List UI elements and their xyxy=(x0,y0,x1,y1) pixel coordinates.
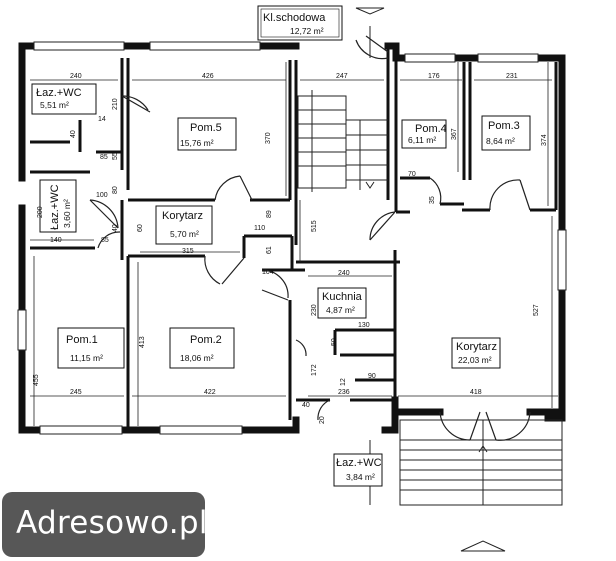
room5-area: 15,76 m² xyxy=(180,138,214,148)
room5-label-box xyxy=(177,117,237,151)
dim-100: 100 xyxy=(96,192,108,199)
bathroom-bottom-label-box xyxy=(333,453,383,487)
dim-35: 35 xyxy=(429,196,436,204)
doors xyxy=(89,35,531,441)
dim-85-b: 85 xyxy=(101,237,109,244)
room3-area: 8,64 m² xyxy=(486,136,515,146)
room2-label-box xyxy=(169,327,235,369)
dim-200: 200 xyxy=(37,206,44,218)
dim-245: 245 xyxy=(70,389,82,396)
dim-40-b: 40 xyxy=(112,224,119,232)
dim-80: 80 xyxy=(112,186,119,194)
dim-90: 90 xyxy=(368,373,376,380)
dim-110: 110 xyxy=(254,225,265,232)
dim-176: 176 xyxy=(428,73,440,80)
kitchen-label-box xyxy=(317,287,367,319)
room5-name: Pom.5 xyxy=(190,122,222,134)
dim-104: 104 xyxy=(262,269,274,276)
dim-70: 70 xyxy=(408,171,416,178)
room3-name: Pom.3 xyxy=(488,120,520,132)
dim-413: 413 xyxy=(139,336,146,348)
corridor-mid-name: Korytarz xyxy=(162,210,203,222)
dim-210: 210 xyxy=(112,98,119,110)
dim-367: 367 xyxy=(451,128,458,140)
room1-area: 11,15 m² xyxy=(70,353,103,363)
dim-40-c: 40 xyxy=(302,402,310,409)
dim-60: 60 xyxy=(137,224,144,232)
stairwell-area: 12,72 m² xyxy=(290,26,324,36)
windows xyxy=(17,41,567,435)
dim-240-top: 240 xyxy=(70,73,82,80)
bathroom-top-name: Łaz.+WC xyxy=(36,87,82,99)
dim-130: 130 xyxy=(358,322,370,329)
inner-walls xyxy=(30,46,558,430)
room3-label-box xyxy=(481,115,531,151)
bathroom-top-area: 5,51 m² xyxy=(40,100,69,110)
dim-85-a: 85 xyxy=(100,154,108,161)
dim-422: 422 xyxy=(204,389,216,396)
dim-370: 370 xyxy=(265,132,272,144)
bathroom-bottom-name: Łaz.+WC xyxy=(336,457,382,469)
outer-walls xyxy=(18,42,566,434)
dim-55: 55 xyxy=(112,152,119,160)
room2-area: 18,06 m² xyxy=(180,353,214,363)
corridor-mid-label-box xyxy=(155,205,213,245)
kitchen-name: Kuchnia xyxy=(322,291,363,303)
dim-236: 236 xyxy=(338,389,350,396)
bathroom-top-label-box xyxy=(31,83,97,115)
dim-12: 12 xyxy=(340,378,347,386)
dim-14: 14 xyxy=(98,116,106,123)
dim-455: 455 xyxy=(33,374,40,386)
dim-89: 89 xyxy=(266,210,273,218)
corridor-right-name: Korytarz xyxy=(456,341,497,353)
room4-name: Pom.4 xyxy=(415,123,447,135)
dim-315: 315 xyxy=(182,248,194,255)
dim-172: 172 xyxy=(311,364,318,376)
corridor-right-area: 22,03 m² xyxy=(458,355,492,365)
staircase xyxy=(297,26,563,506)
room-labels: Kl.schodowa 12,72 m² Łaz.+WC 5,51 m² Pom… xyxy=(31,5,531,487)
stairwell-label-box xyxy=(257,5,343,41)
kitchen-area: 4,87 m² xyxy=(326,305,355,315)
dim-140: 140 xyxy=(50,237,62,244)
dim-527: 527 xyxy=(533,304,540,316)
bathroom-left-area: 3,60 m² xyxy=(62,199,72,228)
dimension-lines xyxy=(30,62,558,426)
dim-374: 374 xyxy=(541,134,548,146)
bathroom-bottom-area: 3,84 m² xyxy=(346,472,375,482)
room1-name: Pom.1 xyxy=(66,334,98,346)
dimension-numbers: 240 426 247 176 231 210 370 367 374 14 4… xyxy=(33,73,548,424)
dim-20: 20 xyxy=(319,416,326,424)
dim-61: 61 xyxy=(266,246,273,254)
dim-230: 230 xyxy=(311,304,318,316)
corridor-right-label-box xyxy=(451,337,501,369)
room4-area: 6,11 m² xyxy=(408,135,436,145)
bathroom-left-label-box xyxy=(39,179,77,233)
dim-515: 515 xyxy=(311,220,318,232)
dim-418: 418 xyxy=(470,389,482,396)
dim-231: 231 xyxy=(506,73,518,80)
dim-426: 426 xyxy=(202,73,214,80)
room1-label-box xyxy=(57,327,125,369)
dim-247: 247 xyxy=(336,73,348,80)
north-arrow-bottom xyxy=(460,540,506,552)
room4-label-box xyxy=(401,119,447,149)
watermark-background xyxy=(2,492,205,557)
dim-50: 50 xyxy=(331,338,338,346)
bathroom-left-name: Łaz.+WC xyxy=(49,184,61,230)
north-arrow-top xyxy=(355,7,385,15)
corridor-mid-area: 5,70 m² xyxy=(170,229,199,239)
dim-40-a: 40 xyxy=(70,130,77,138)
stairwell-name: Kl.schodowa xyxy=(263,12,326,24)
room2-name: Pom.2 xyxy=(190,334,222,346)
watermark-logo[interactable]: Adresowo.pl xyxy=(16,505,208,541)
dim-240-kitchen: 240 xyxy=(338,270,350,277)
